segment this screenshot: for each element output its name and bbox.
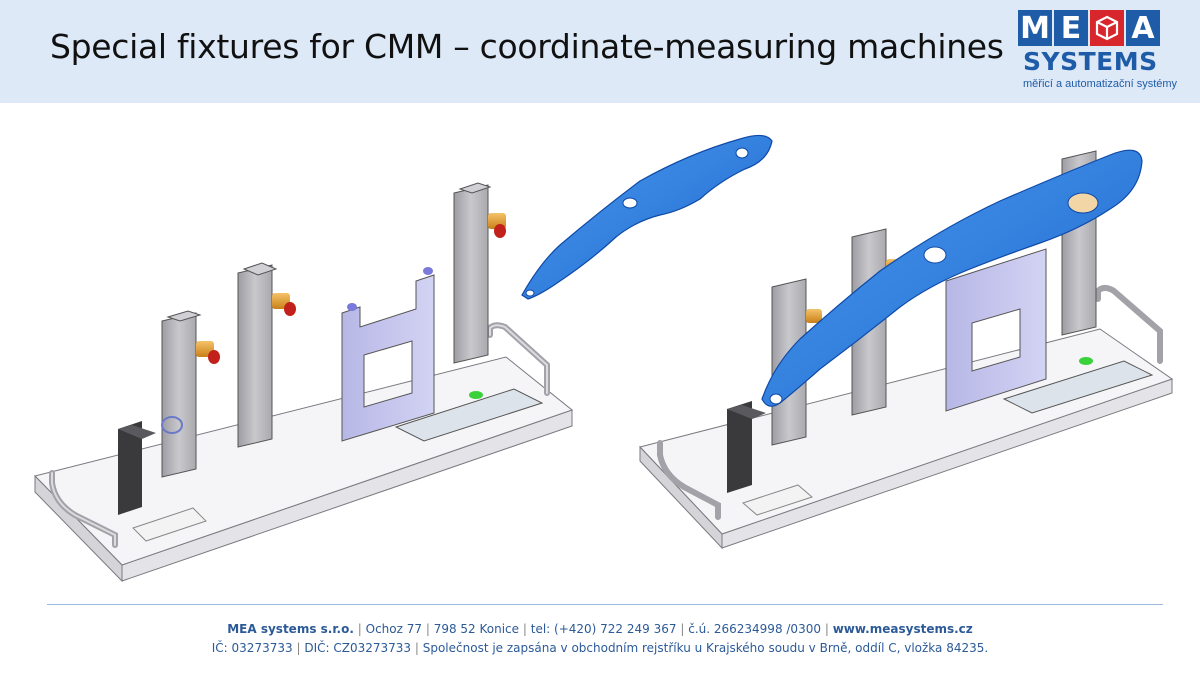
fixture-left (34, 182, 574, 583)
company-id: IČ: 03273733 (211, 641, 293, 655)
workpiece-part (761, 149, 1143, 407)
stopper-block (727, 401, 766, 493)
phone: tel: (+420) 722 249 367 (530, 622, 677, 636)
fixture-illustration (34, 134, 1174, 583)
cube-icon (1090, 10, 1124, 46)
workpiece-part (521, 134, 773, 300)
locating-post (237, 262, 296, 448)
label-plate (741, 484, 814, 516)
logo-wordmark: SYSTEMS (1023, 47, 1158, 76)
website-link[interactable]: www.measystems.cz (832, 622, 973, 636)
registry-note: Společnost je zapsána v obchodním rejstř… (422, 641, 989, 655)
fixture-right (639, 149, 1174, 550)
company-logo: M E A SYSTEMS měřicí a automatizační sys… (1018, 10, 1188, 95)
frame-support (341, 267, 435, 442)
cover-plate (1002, 357, 1154, 414)
logo-letter-e: E (1054, 10, 1088, 46)
locating-post (453, 182, 506, 364)
frame-support (945, 248, 1047, 412)
logo-letter-m: M (1018, 10, 1052, 46)
bank-account: č.ú. 266234998 /0300 (688, 622, 821, 636)
footer-line-2: IČ: 03273733 | DIČ: CZ03273733 | Společn… (211, 641, 989, 655)
footer: MEA systems s.r.o. | Ochoz 77 | 798 52 K… (0, 620, 1200, 658)
slide-header: Special fixtures for CMM – coordinate-me… (0, 0, 1200, 103)
logo-tagline: měřicí a automatizační systémy (1023, 78, 1178, 90)
vat-id: DIČ: CZ03273733 (304, 641, 412, 655)
city: 798 52 Konice (433, 622, 520, 636)
footer-divider (47, 604, 1163, 605)
footer-line-1: MEA systems s.r.o. | Ochoz 77 | 798 52 K… (227, 622, 973, 636)
street: Ochoz 77 (365, 622, 422, 636)
slide-title: Special fixtures for CMM – coordinate-me… (50, 27, 1004, 66)
company-name: MEA systems s.r.o. (227, 622, 354, 636)
stopper-block (118, 421, 156, 515)
locating-post (161, 310, 220, 478)
logo-letter-a: A (1126, 10, 1160, 46)
cover-plate (394, 388, 544, 442)
